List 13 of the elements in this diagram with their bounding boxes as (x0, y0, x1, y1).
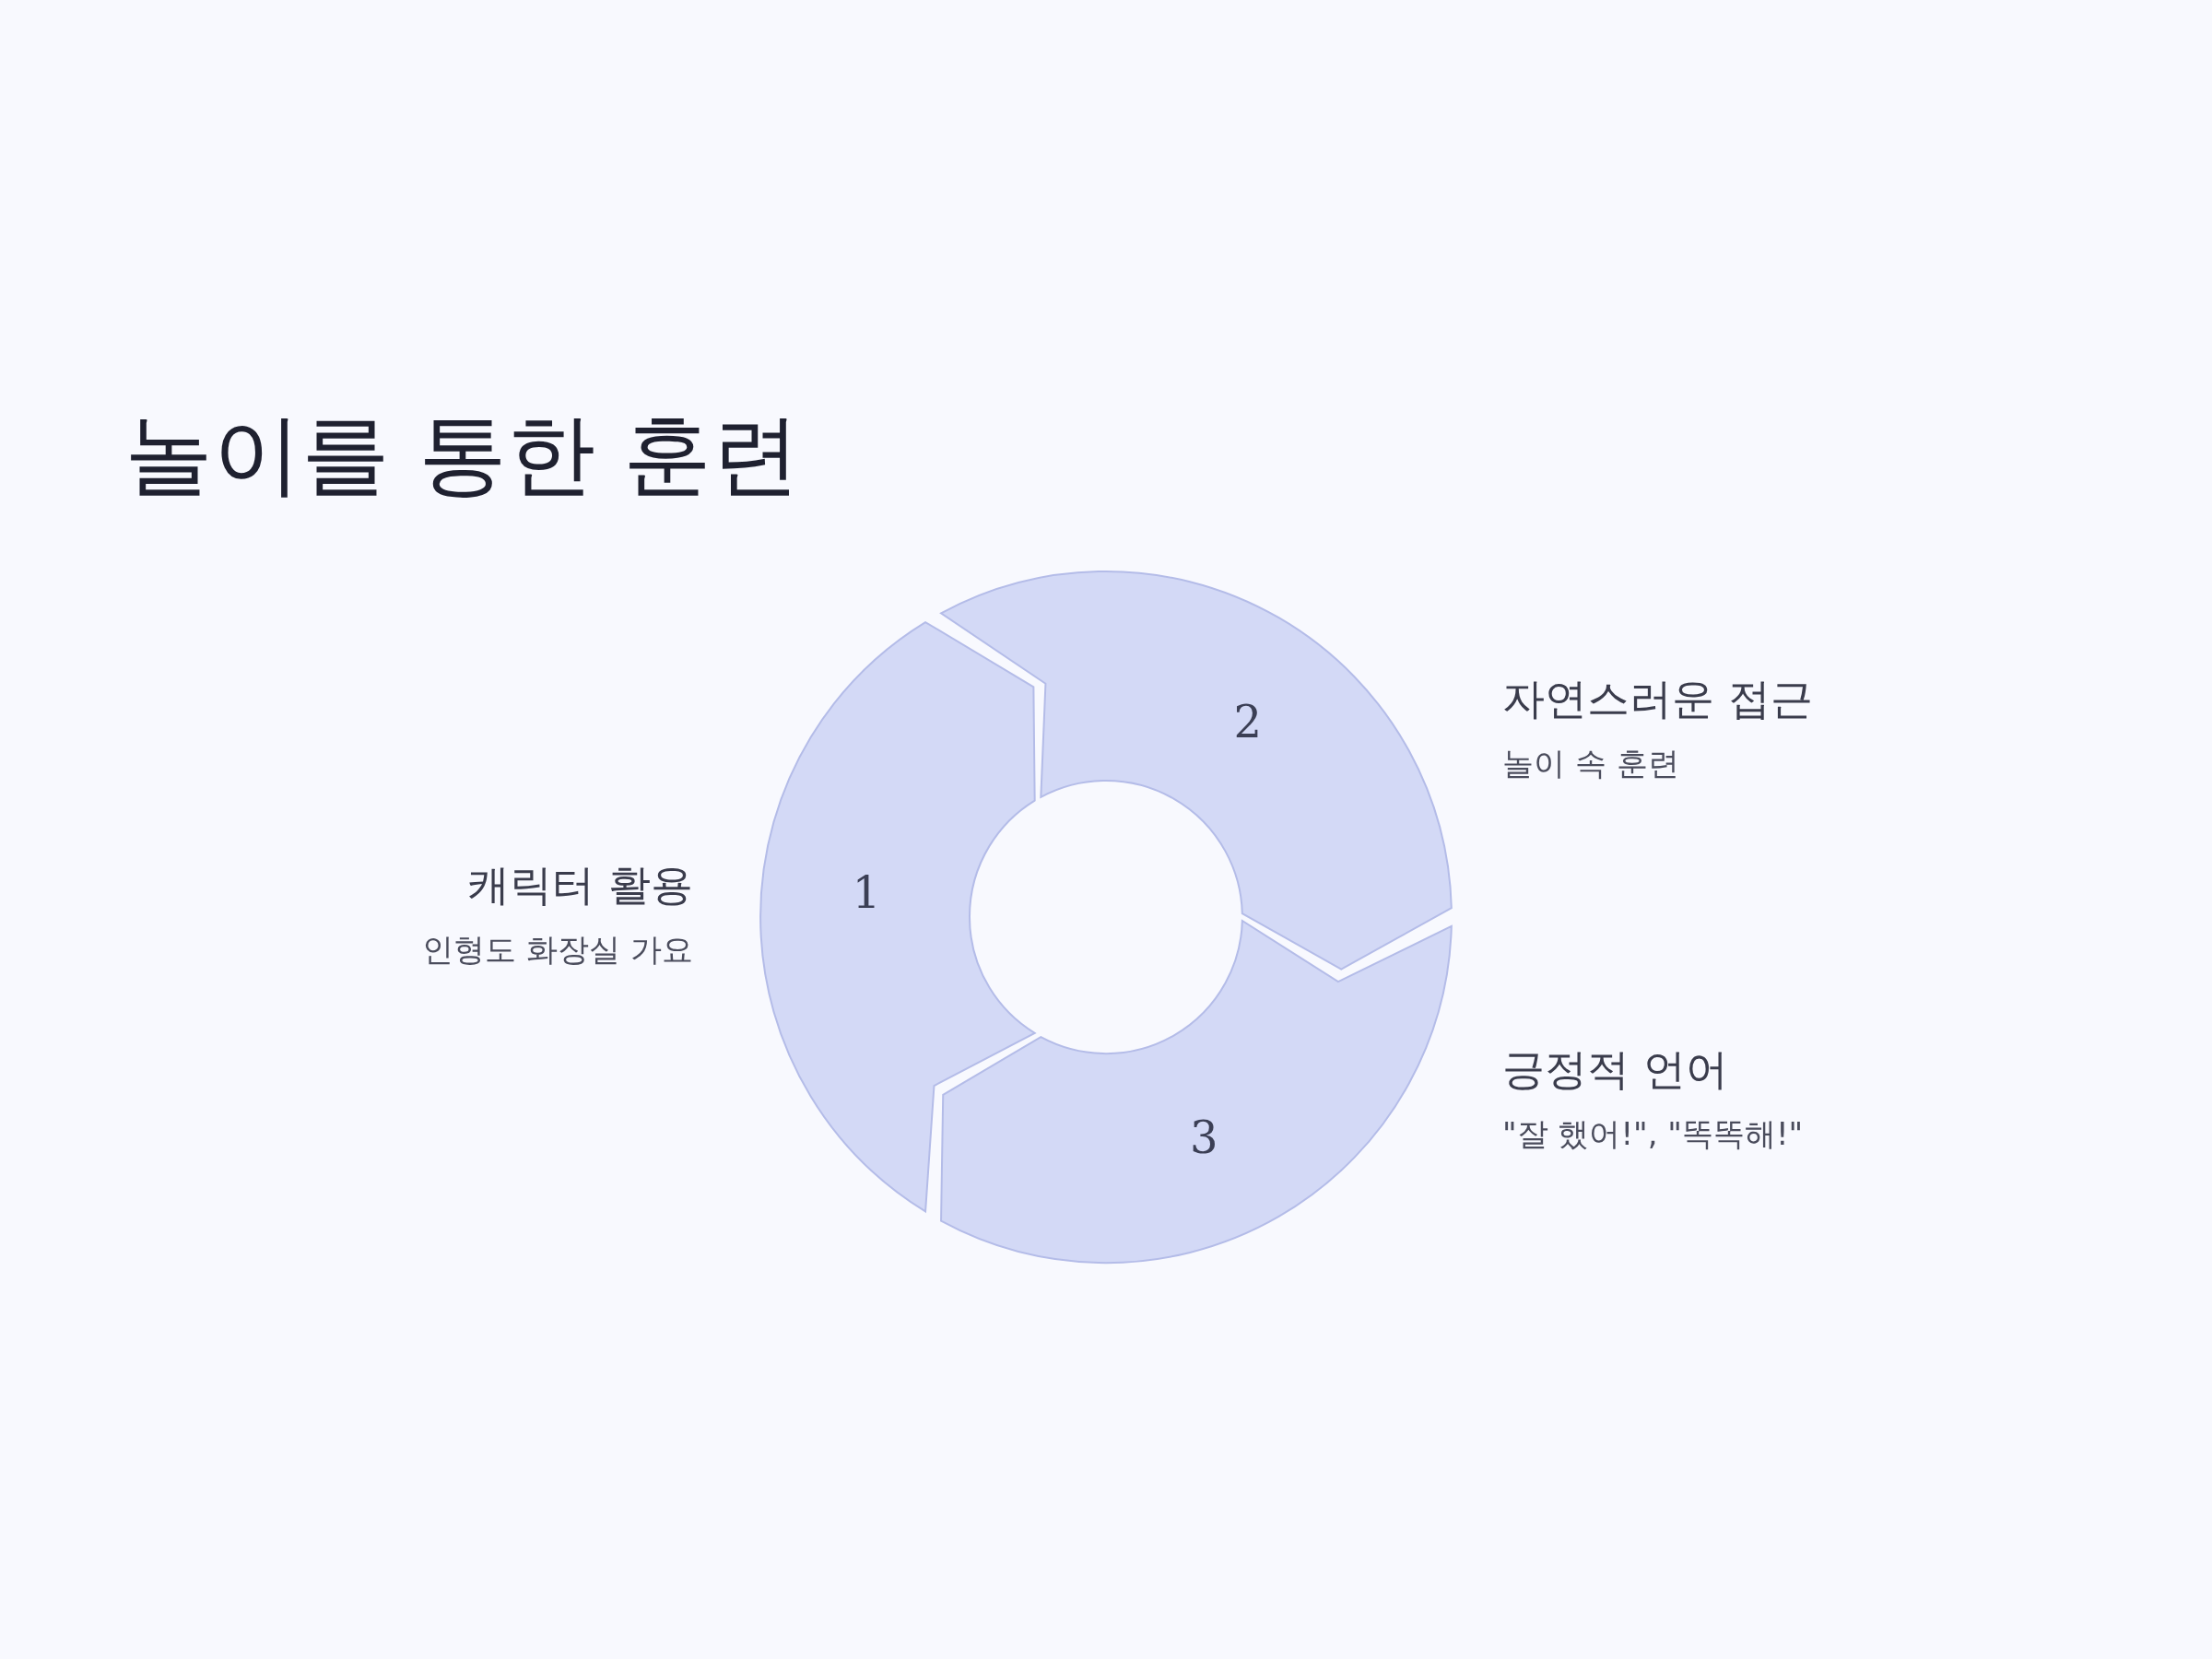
step-description: "잘 했어!", "똑똑해!" (1502, 1114, 1804, 1154)
step-number: 2 (1233, 696, 1262, 748)
step-heading: 긍정적 언어 (1502, 1043, 1728, 1096)
step-number: 3 (1190, 1111, 1218, 1163)
cycle-segment (759, 620, 1037, 1214)
step-heading: 캐릭터 활용 (467, 859, 693, 912)
step-description: 놀이 속 훈련 (1502, 744, 1679, 783)
step-number: 1 (852, 865, 881, 918)
cycle-segment (939, 570, 1453, 971)
step-heading: 자연스러운 접근 (1502, 673, 1813, 725)
slide-title: 놀이를 통한 훈련 (124, 402, 801, 508)
cycle-segment (939, 918, 1453, 1265)
step-description: 인형도 화장실 가요 (422, 930, 693, 970)
